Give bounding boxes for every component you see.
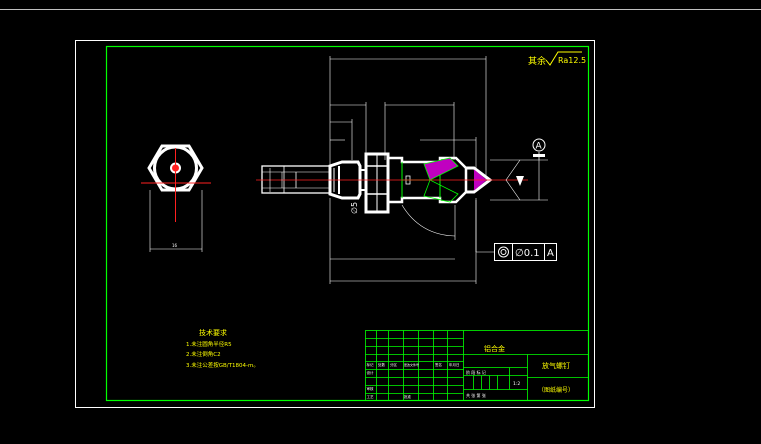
sheet-inner-border: [105, 45, 590, 402]
tech-req-title: 技术要求: [199, 328, 227, 337]
surface-finish-value: Ra12.5: [558, 56, 586, 65]
surface-finish-label: 其余: [528, 55, 546, 67]
tech-req-item-2: 2.未注倒角C2: [186, 350, 221, 358]
tolerance-datum-ref: A: [547, 248, 554, 259]
stage-label: 阶 段 标 记: [466, 369, 486, 375]
diameter-5-label: ∅5: [350, 202, 359, 214]
viewport-top-edge: [0, 9, 761, 10]
sheet-outer-frame: [75, 40, 595, 408]
row-process: 工艺: [367, 394, 375, 399]
front-view: A ∅5 ∅0.1: [256, 56, 557, 284]
ratio-text: 1:2: [513, 381, 520, 387]
row-review: 审核: [367, 386, 375, 391]
tech-req-item-1: 1.未注圆角半径R5: [186, 340, 232, 348]
geometric-tolerance-frame: ∅0.1 A: [494, 243, 557, 261]
hexagon-outline: [147, 144, 204, 192]
header-change-doc: 更改文件号: [404, 362, 419, 367]
section-hatch-lower: [423, 179, 459, 203]
header-mark: 标记: [367, 362, 375, 367]
datum-triangle-icon: [533, 154, 545, 157]
approve-label: 批准: [404, 394, 412, 399]
part-name-text: 放气螺钉: [542, 361, 570, 370]
tolerance-value: ∅0.1: [515, 248, 540, 259]
title-block-text: 铝合金 放气螺钉 （图纸编号） 阶 段 标 记 共 张 第 张 1:2 标记 处…: [367, 344, 575, 399]
sheet-label: 共 张 第 张: [466, 392, 486, 398]
cone-angle-arrow-icon: [516, 176, 524, 186]
datum-a-letter: A: [536, 142, 543, 152]
side-view: 16: [141, 144, 211, 252]
header-count: 处数: [378, 362, 386, 367]
header-date: 年月日: [449, 362, 460, 367]
material-text: 铝合金: [484, 344, 505, 353]
technical-requirements: 技术要求 1.未注圆角半径R5 2.未注倒角C2 3.未注公差按GB/T1804…: [186, 328, 259, 369]
header-zone: 分区: [390, 362, 398, 367]
header-sign: 签名: [435, 362, 442, 367]
surface-finish-note: 其余 Ra12.5: [528, 51, 586, 67]
thread-end-body: [328, 160, 362, 200]
drawing-number-text: （图纸编号）: [538, 386, 574, 394]
concentricity-icon: [498, 246, 509, 258]
title-block: [365, 330, 589, 401]
tech-req-item-3: 3.未注公差按GB/T1804-m。: [186, 361, 259, 369]
row-design: 设计: [367, 370, 375, 375]
roughness-symbol-icon: [545, 51, 582, 66]
hex-width-text: 16: [172, 243, 178, 248]
section-hatch-upper: [423, 157, 459, 181]
datum-a-bubble: [532, 138, 546, 152]
